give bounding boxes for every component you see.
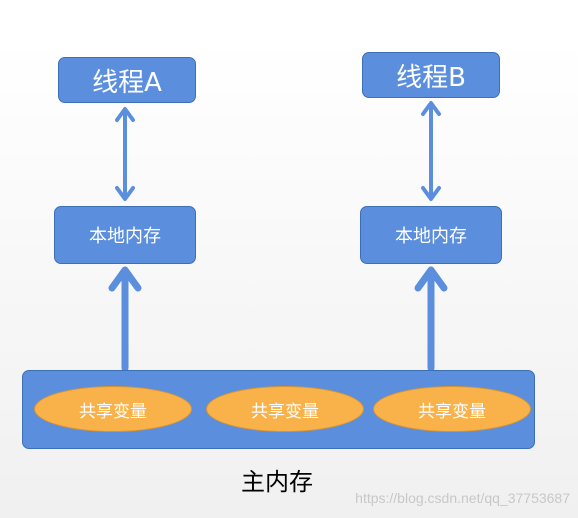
shared-variable-2: 共享变量 <box>206 386 364 432</box>
shared-variable-3: 共享变量 <box>373 386 531 432</box>
thread-b-label: 线程B <box>396 62 466 93</box>
thread-a-label: 线程A <box>92 67 162 98</box>
thread-b-box: 线程B <box>362 52 500 98</box>
shared-variable-2-label: 共享变量 <box>251 401 319 422</box>
main-memory-label: 主内存 <box>241 468 313 496</box>
thread-b-sync-arrow <box>421 101 441 201</box>
watermark: https://blog.csdn.net/qq_37753687 <box>355 490 570 506</box>
local-memory-b-box: 本地内存 <box>360 206 502 264</box>
local-memory-b-label: 本地内存 <box>395 226 467 247</box>
main-to-local-b-arrow <box>414 266 448 372</box>
local-memory-a-box: 本地内存 <box>54 206 196 264</box>
main-to-local-a-arrow <box>108 266 142 372</box>
shared-variable-1-label: 共享变量 <box>79 401 147 422</box>
shared-variable-3-label: 共享变量 <box>418 401 486 422</box>
thread-a-sync-arrow <box>115 107 135 201</box>
local-memory-a-label: 本地内存 <box>89 226 161 247</box>
thread-a-box: 线程A <box>58 57 196 103</box>
shared-variable-1: 共享变量 <box>34 386 192 432</box>
